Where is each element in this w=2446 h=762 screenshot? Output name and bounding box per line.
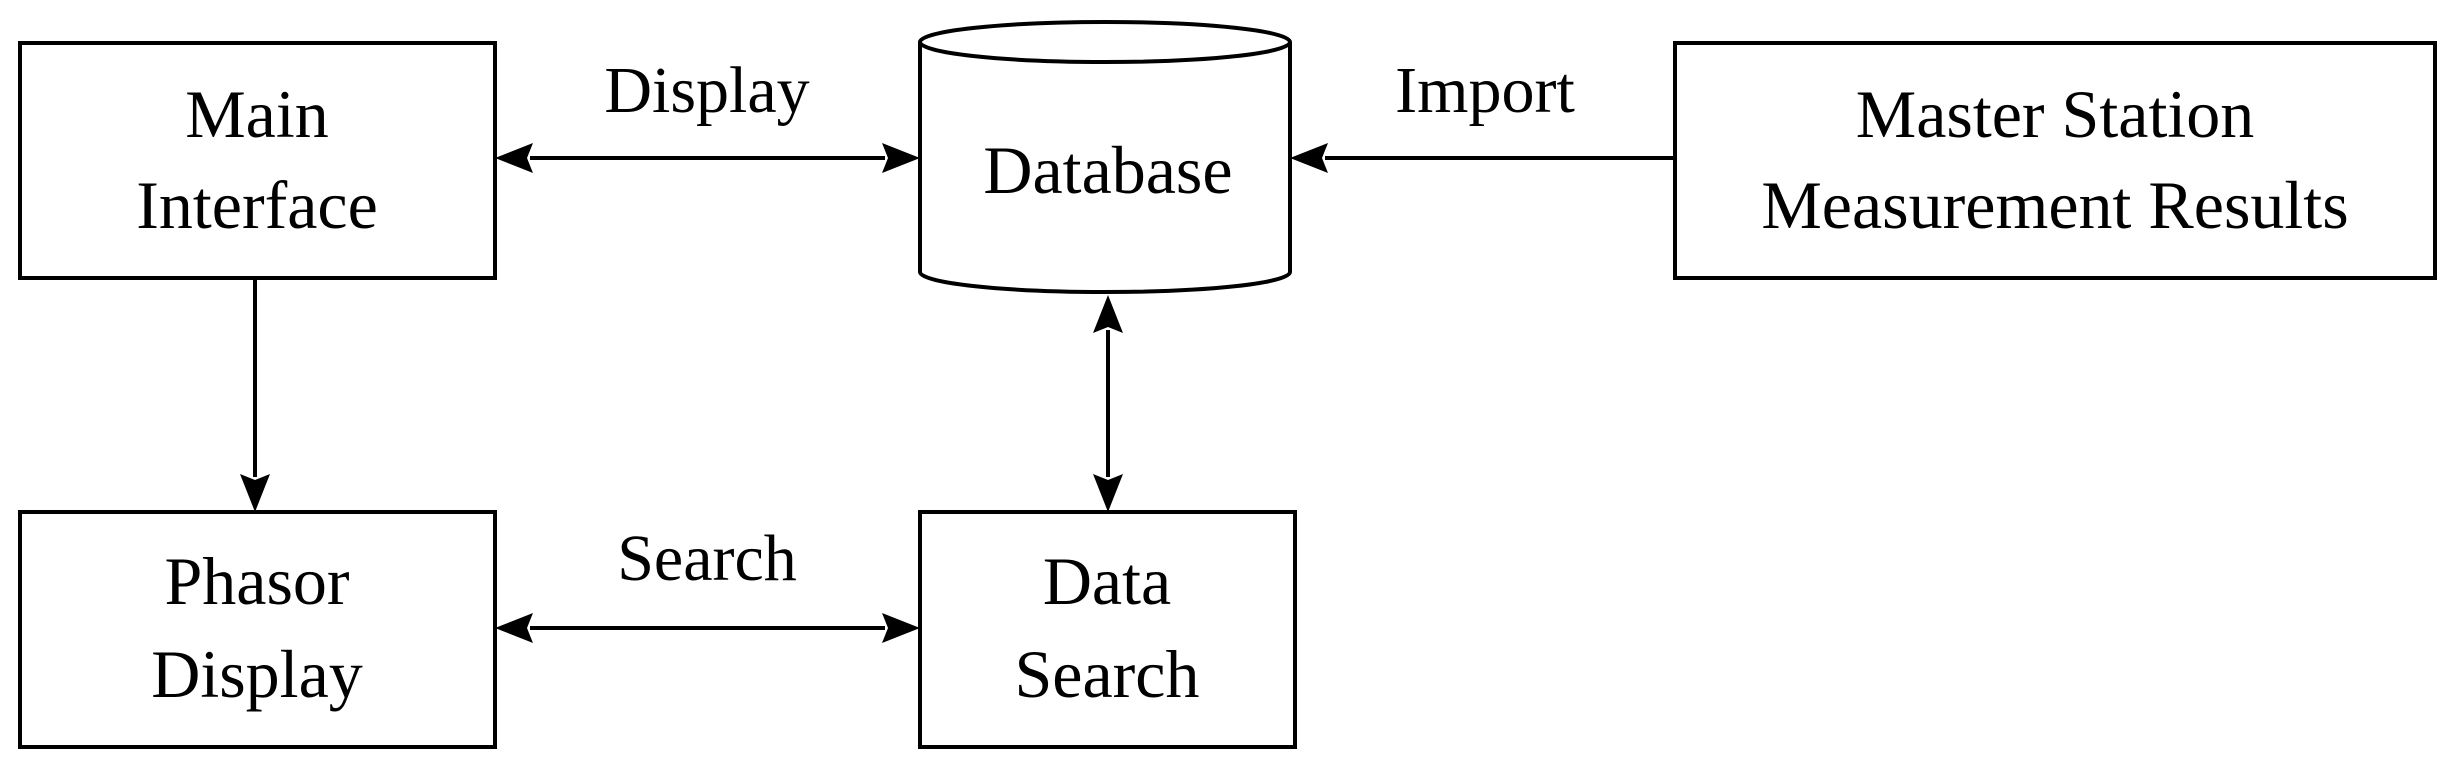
edge-main-database: Display (495, 54, 920, 173)
node-master-station: Master Station Measurement Results (1673, 41, 2437, 280)
database-cylinder-top (918, 20, 1292, 64)
node-data-search: Data Search (918, 510, 1297, 749)
main-interface-box (18, 41, 497, 280)
phasor-display-box (18, 510, 497, 749)
edge-label-search: Search (617, 522, 797, 595)
arrowhead-left (1290, 143, 1328, 173)
data-search-label-line1: Data (1043, 543, 1171, 619)
node-database: Database (918, 20, 1292, 294)
edge-phasor-datasearch: Search (495, 522, 920, 643)
database-cylinder-body (918, 42, 1292, 294)
arrowhead-up (1093, 295, 1123, 333)
master-station-label-line2: Measurement Results (1761, 167, 2348, 243)
edge-main-phasor (240, 278, 270, 512)
data-search-box (918, 510, 1297, 749)
edge-database-datasearch (1093, 295, 1123, 512)
data-search-label-line2: Search (1014, 636, 1199, 712)
database-label: Database (983, 132, 1232, 208)
arrowhead-right (882, 613, 920, 643)
edge-label-import: Import (1395, 54, 1575, 127)
arrowhead-left (495, 143, 533, 173)
edge-label-display: Display (604, 54, 809, 127)
arrowhead-right (882, 143, 920, 173)
main-interface-label-line1: Main (185, 76, 329, 152)
phasor-display-label-line1: Phasor (164, 543, 349, 619)
main-interface-label-line2: Interface (136, 167, 378, 243)
phasor-display-label-line2: Display (151, 636, 363, 712)
edge-master-database: Import (1290, 54, 1675, 173)
node-phasor-display: Phasor Display (18, 510, 497, 749)
master-station-box (1673, 41, 2437, 280)
arrowhead-left (495, 613, 533, 643)
node-main-interface: Main Interface (18, 41, 497, 280)
master-station-label-line1: Master Station (1856, 76, 2255, 152)
arrowhead-down (240, 474, 270, 512)
arrowhead-down (1093, 474, 1123, 512)
